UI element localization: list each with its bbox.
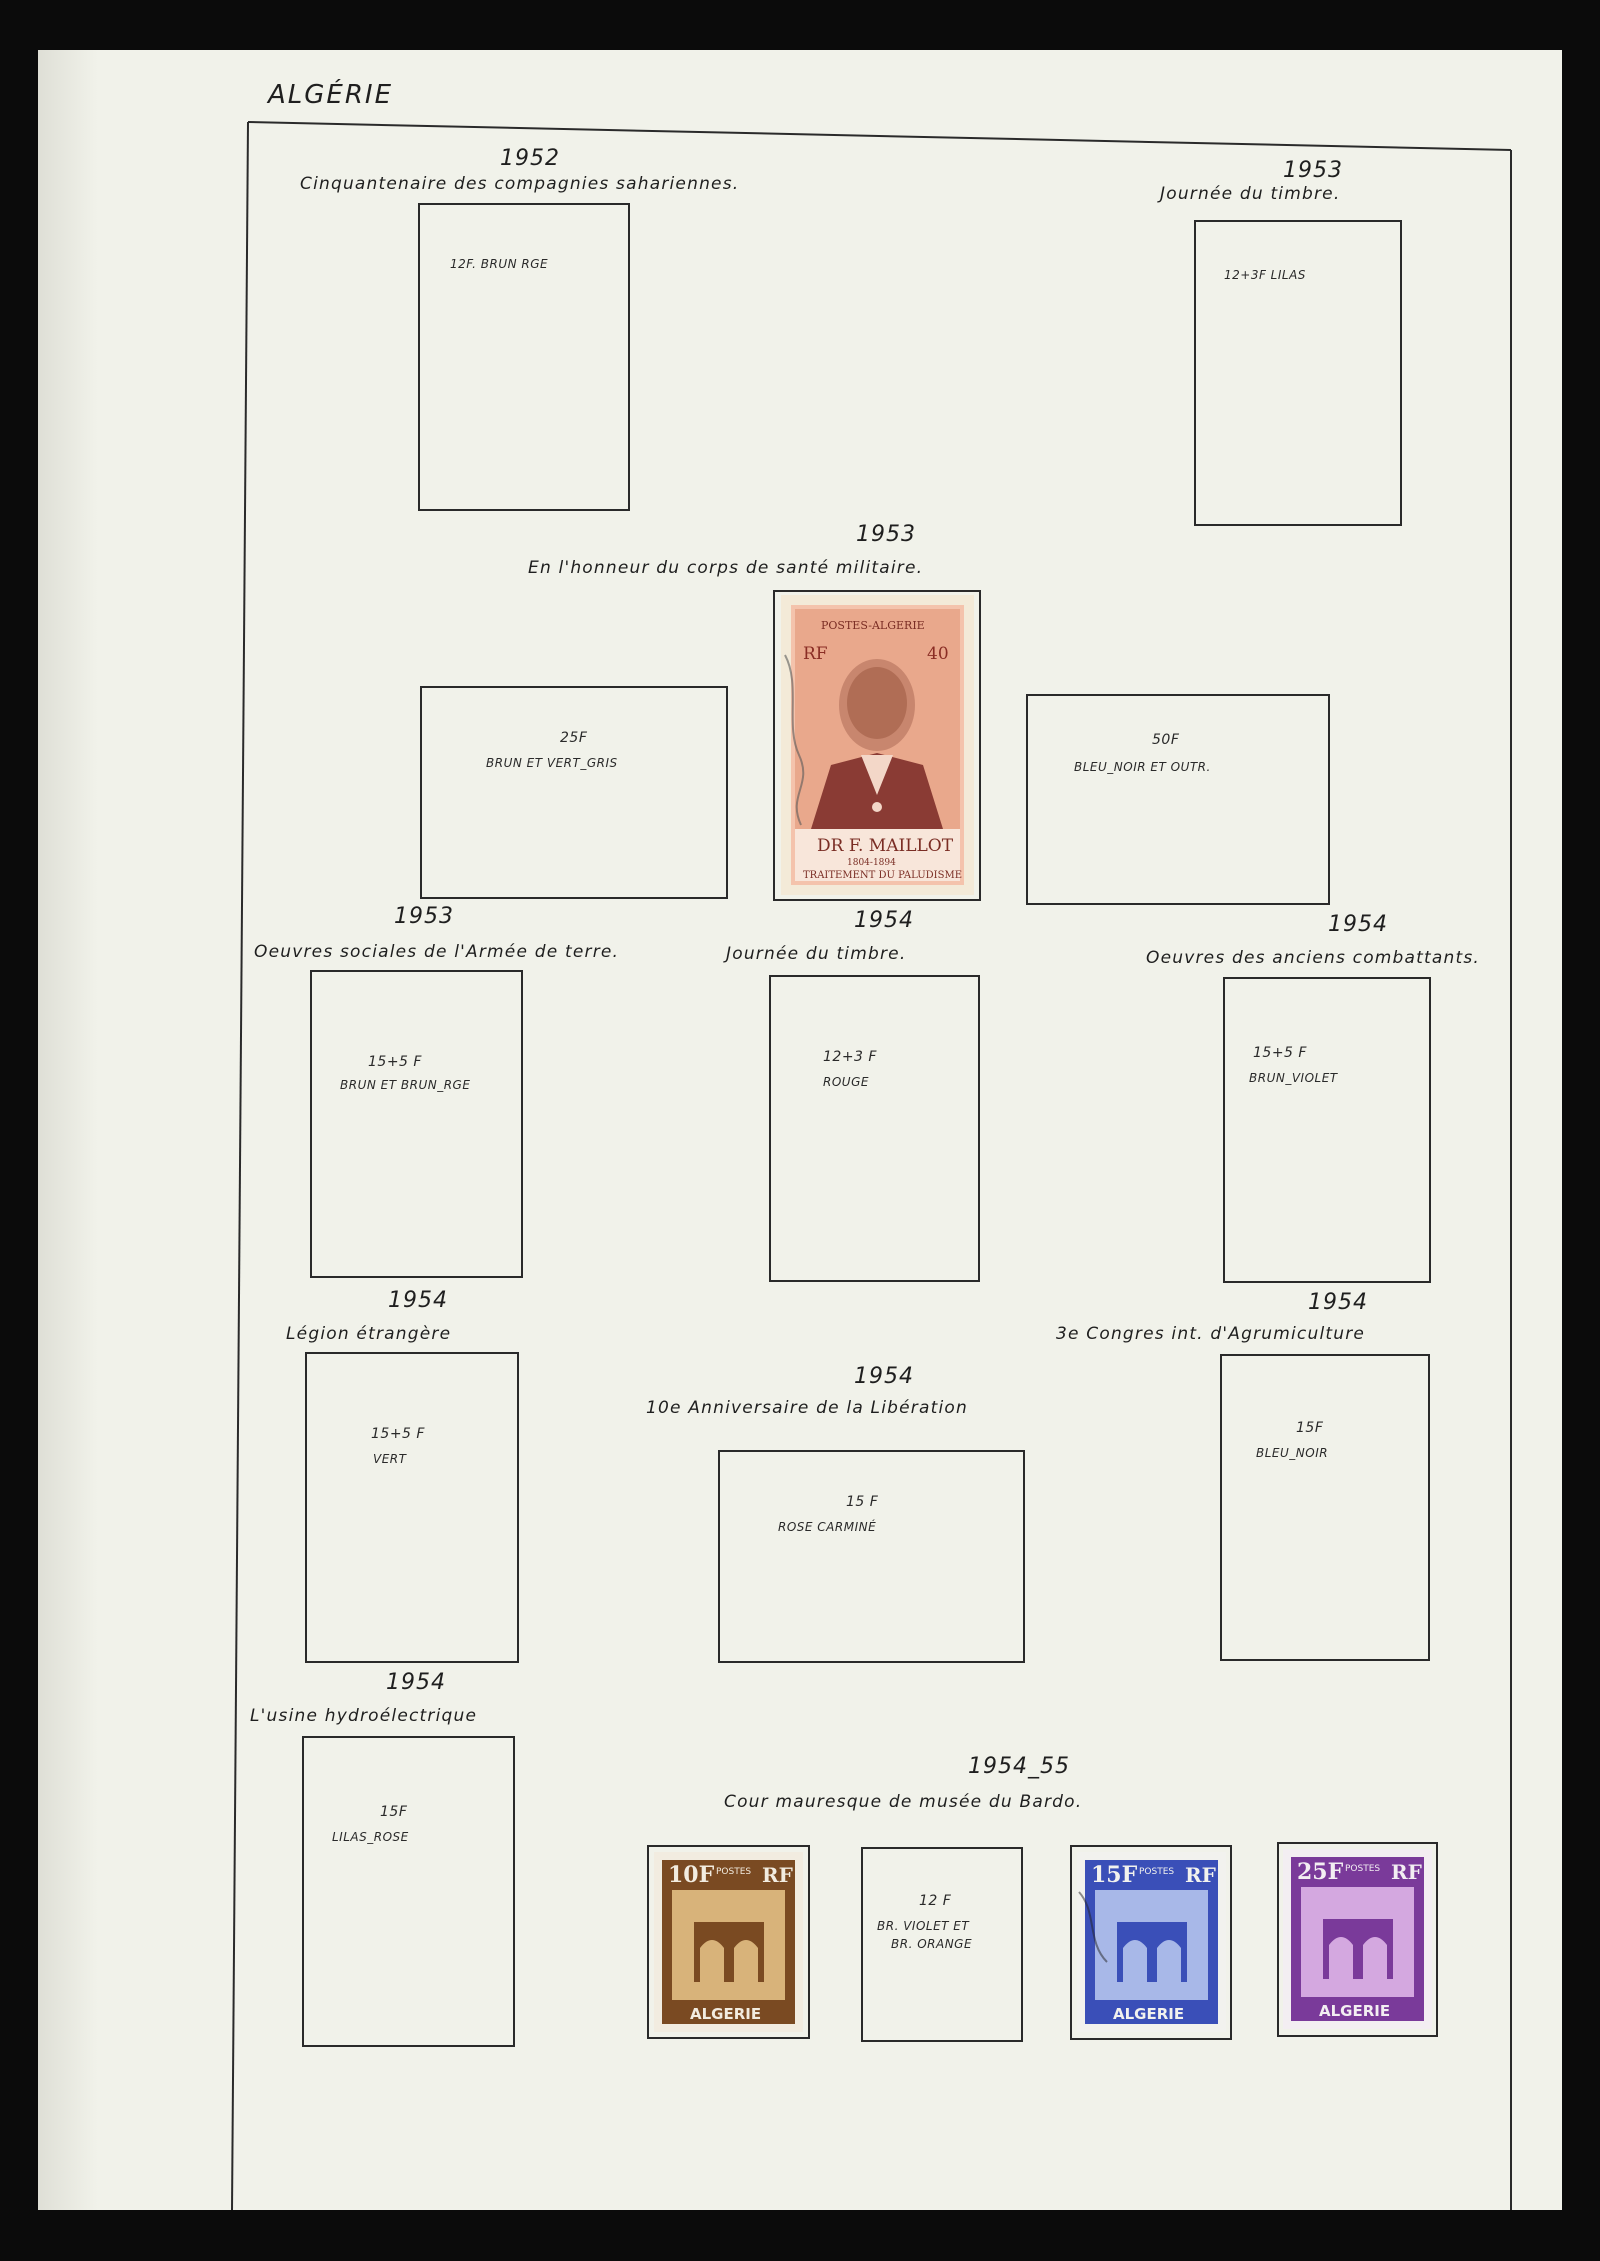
section-year: 1954 xyxy=(386,1670,446,1695)
stamp-bardo-25f: 25F POSTES RF ALGERIE xyxy=(1283,1849,1432,2029)
stamp-slot: 15+5 F VERT xyxy=(305,1352,519,1663)
slot-value: 12 F xyxy=(919,1893,952,1909)
slot-color: BR. VIOLET ET xyxy=(877,1919,970,1933)
slot-value: 50F xyxy=(1152,732,1180,748)
page-frame xyxy=(231,121,1512,2210)
section-title: Oeuvres des anciens combattants. xyxy=(1146,948,1481,968)
section-title: L'usine hydroélectrique xyxy=(250,1706,478,1726)
stamp-slot xyxy=(647,1845,810,2039)
stamp-slot: 15 F ROSE CARMINÉ xyxy=(718,1450,1025,1663)
stamp-slot: 15F BLEU_NOIR xyxy=(1220,1354,1430,1661)
section-year: 1953 xyxy=(1283,158,1343,183)
section-year: 1954 xyxy=(1328,912,1388,937)
stamp-slot: 15+5 F BRUN_VIOLET xyxy=(1223,977,1431,1283)
stamp-slot: 12+3F LILAS xyxy=(1194,220,1402,526)
stamp-rf: RF xyxy=(1391,1860,1422,1884)
section-year: 1954 xyxy=(854,908,914,933)
stamp-country: ALGERIE xyxy=(1113,2005,1184,2023)
stamp-slot: 25F BRUN ET VERT_GRIS xyxy=(420,686,728,899)
section-year: 1954 xyxy=(388,1288,448,1313)
section-title: Cinquantenaire des compagnies saharienne… xyxy=(300,174,740,194)
slot-color: ROSE CARMINÉ xyxy=(778,1520,877,1534)
slot-value: 25F xyxy=(560,730,588,746)
slot-color: BRUN ET BRUN_RGE xyxy=(340,1078,471,1092)
stamp-slot: 15F LILAS_ROSE xyxy=(302,1736,515,2047)
postmark-cancel xyxy=(784,654,805,826)
stamp-slot xyxy=(1070,1845,1232,2040)
stamp-rf: RF xyxy=(1185,1863,1216,1887)
stamp-postes: POSTES xyxy=(1345,1864,1380,1874)
page-title: ALGÉRIE xyxy=(268,80,394,110)
page-binding-shadow xyxy=(38,50,98,2210)
stamp-postes: POSTES xyxy=(1139,1867,1174,1877)
slot-color: BLEU_NOIR ET OUTR. xyxy=(1074,760,1211,774)
stamp-dates: 1804-1894 xyxy=(847,858,896,868)
stamp-rf: RF xyxy=(762,1863,793,1887)
section-title: En l'honneur du corps de santé militaire… xyxy=(528,558,924,578)
stamp-slot: 12+3 F ROUGE xyxy=(769,975,980,1282)
stamp-denomination: 25F xyxy=(1297,1859,1344,1885)
slot-value: 15+5 F xyxy=(1253,1045,1307,1061)
slot-value: 15+5 F xyxy=(368,1054,422,1070)
slot-color: BLEU_NOIR xyxy=(1256,1446,1329,1460)
slot-color: LILAS_ROSE xyxy=(332,1830,409,1844)
section-title: Légion étrangère xyxy=(286,1324,452,1344)
stamp-denomination: 40 xyxy=(927,644,949,664)
stamp-country: POSTES-ALGERIE xyxy=(821,619,925,632)
section-year: 1952 xyxy=(500,146,560,171)
section-title: 10e Anniversaire de la Libération xyxy=(646,1398,968,1418)
stamp-subtitle: TRAITEMENT DU PALUDISME xyxy=(803,870,962,881)
slot-color: BR. ORANGE xyxy=(891,1937,973,1951)
stamp-denomination: 15F xyxy=(1091,1862,1138,1888)
section-year: 1954 xyxy=(854,1364,914,1389)
slot-color: BRUN ET VERT_GRIS xyxy=(486,756,618,770)
slot-value: 15 F xyxy=(846,1494,879,1510)
stamp-maillot: POSTES-ALGERIE RF 40 DR F. MAILLOT 1804-… xyxy=(781,595,974,895)
section-year: 1953 xyxy=(856,522,916,547)
section-title: Journée du timbre. xyxy=(726,944,907,964)
stamp-bardo-10f: 10F POSTES RF ALGERIE xyxy=(654,1852,803,2032)
stamp-country: ALGERIE xyxy=(690,2005,761,2023)
slot-color: ROUGE xyxy=(823,1075,869,1089)
postmark-cancel xyxy=(1078,1891,1108,1963)
stamp-slot xyxy=(1277,1842,1438,2037)
slot-value: 12+3F LILAS xyxy=(1224,268,1306,282)
stamp-slot: 12 F BR. VIOLET ET BR. ORANGE xyxy=(861,1847,1023,2042)
stamp-denomination: 10F xyxy=(668,1862,715,1888)
slot-value: 15+5 F xyxy=(371,1426,425,1442)
section-title: 3e Congres int. d'Agrumiculture xyxy=(1056,1324,1366,1344)
album-page: ALGÉRIE 1952 Cinquantenaire des compagni… xyxy=(38,50,1562,2210)
stamp-slot: 12F. BRUN RGE xyxy=(418,203,630,511)
slot-color: VERT xyxy=(373,1452,407,1466)
stamp-slot: 15+5 F BRUN ET BRUN_RGE xyxy=(310,970,523,1278)
stamp-country: ALGERIE xyxy=(1319,2002,1390,2020)
section-year: 1954 xyxy=(1308,1290,1368,1315)
slot-value: 15F xyxy=(380,1804,408,1820)
section-title: Journée du timbre. xyxy=(1160,184,1341,204)
stamp-name: DR F. MAILLOT xyxy=(817,836,954,856)
stamp-slot: 50F BLEU_NOIR ET OUTR. xyxy=(1026,694,1330,905)
section-year: 1953 xyxy=(394,904,454,929)
section-year: 1954_55 xyxy=(968,1754,1070,1779)
slot-value: 15F xyxy=(1296,1420,1324,1436)
slot-color: BRUN_VIOLET xyxy=(1249,1071,1338,1085)
section-title: Cour mauresque de musée du Bardo. xyxy=(724,1792,1083,1812)
stamp-slot xyxy=(773,590,981,901)
stamp-rf: RF xyxy=(803,644,828,664)
stamp-bardo-15f: 15F POSTES RF ALGERIE xyxy=(1077,1852,1226,2032)
slot-value: 12F. BRUN RGE xyxy=(450,257,549,271)
stamp-postes: POSTES xyxy=(716,1867,751,1877)
section-title: Oeuvres sociales de l'Armée de terre. xyxy=(254,942,620,962)
slot-value: 12+3 F xyxy=(823,1049,877,1065)
